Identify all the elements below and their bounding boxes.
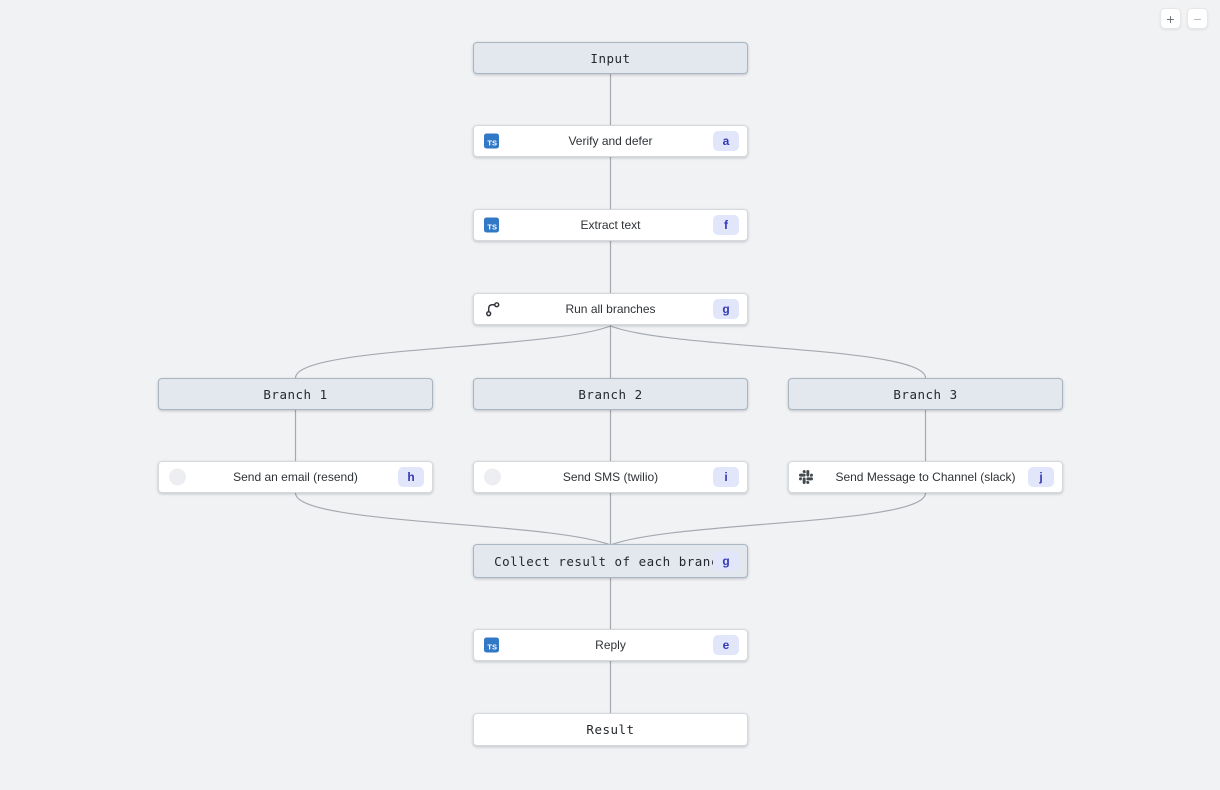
- zoom-out-button[interactable]: −: [1187, 8, 1208, 29]
- node-input[interactable]: Input: [473, 42, 748, 74]
- node-collect-result-badge: g: [713, 551, 739, 571]
- node-send-email-resend-badge: h: [398, 467, 424, 487]
- node-reply-label: Reply: [595, 638, 626, 652]
- node-extract-text-label: Extract text: [580, 218, 641, 232]
- node-verify-and-defer-label: Verify and defer: [568, 134, 653, 148]
- node-send-message-slack-badge: j: [1028, 467, 1054, 487]
- typescript-icon: TS: [484, 133, 499, 149]
- node-result-label: Result: [586, 722, 635, 737]
- edge-run-branch3: [610, 325, 927, 379]
- node-branch-2[interactable]: Branch 2: [473, 378, 748, 410]
- node-extract-text[interactable]: TS Extract text f: [473, 209, 748, 241]
- node-send-email-resend-label: Send an email (resend): [233, 470, 358, 484]
- node-send-email-resend[interactable]: Send an email (resend) h: [158, 461, 433, 493]
- node-reply[interactable]: TS Reply e: [473, 629, 748, 661]
- node-send-sms-twilio-badge: i: [713, 467, 739, 487]
- node-run-all-branches-label: Run all branches: [565, 302, 656, 316]
- node-send-message-slack[interactable]: Send Message to Channel (slack) j: [788, 461, 1063, 493]
- node-verify-and-defer[interactable]: TS Verify and defer a: [473, 125, 748, 157]
- resend-icon: [169, 468, 186, 486]
- git-branch-icon: [484, 301, 501, 318]
- edge-email-collect: [294, 492, 611, 546]
- node-branch-1[interactable]: Branch 1: [158, 378, 433, 410]
- node-verify-and-defer-badge: a: [713, 131, 739, 151]
- node-send-sms-twilio[interactable]: Send SMS (twilio) i: [473, 461, 748, 493]
- zoom-in-button[interactable]: +: [1160, 8, 1181, 29]
- slack-icon: [799, 470, 813, 484]
- typescript-icon: TS: [484, 217, 499, 233]
- node-branch-3[interactable]: Branch 3: [788, 378, 1063, 410]
- node-reply-badge: e: [713, 635, 739, 655]
- typescript-icon: TS: [484, 637, 499, 653]
- node-extract-text-badge: f: [713, 215, 739, 235]
- edge-slack-collect: [610, 492, 927, 546]
- node-collect-result[interactable]: Collect result of each branch g: [473, 544, 748, 578]
- node-branch-2-label: Branch 2: [578, 386, 643, 402]
- zoom-controls: + −: [1160, 8, 1208, 29]
- node-result[interactable]: Result: [473, 713, 748, 746]
- edge-run-branch1: [294, 325, 611, 379]
- node-run-all-branches-badge: g: [713, 299, 739, 319]
- node-run-all-branches[interactable]: Run all branches g: [473, 293, 748, 325]
- node-collect-result-label: Collect result of each branch: [494, 553, 727, 569]
- node-send-message-slack-label: Send Message to Channel (slack): [835, 470, 1016, 484]
- node-branch-1-label: Branch 1: [263, 386, 328, 402]
- node-input-label: Input: [590, 50, 631, 66]
- node-send-sms-twilio-label: Send SMS (twilio): [562, 470, 659, 484]
- node-branch-3-label: Branch 3: [893, 386, 958, 402]
- twilio-icon: [484, 468, 501, 486]
